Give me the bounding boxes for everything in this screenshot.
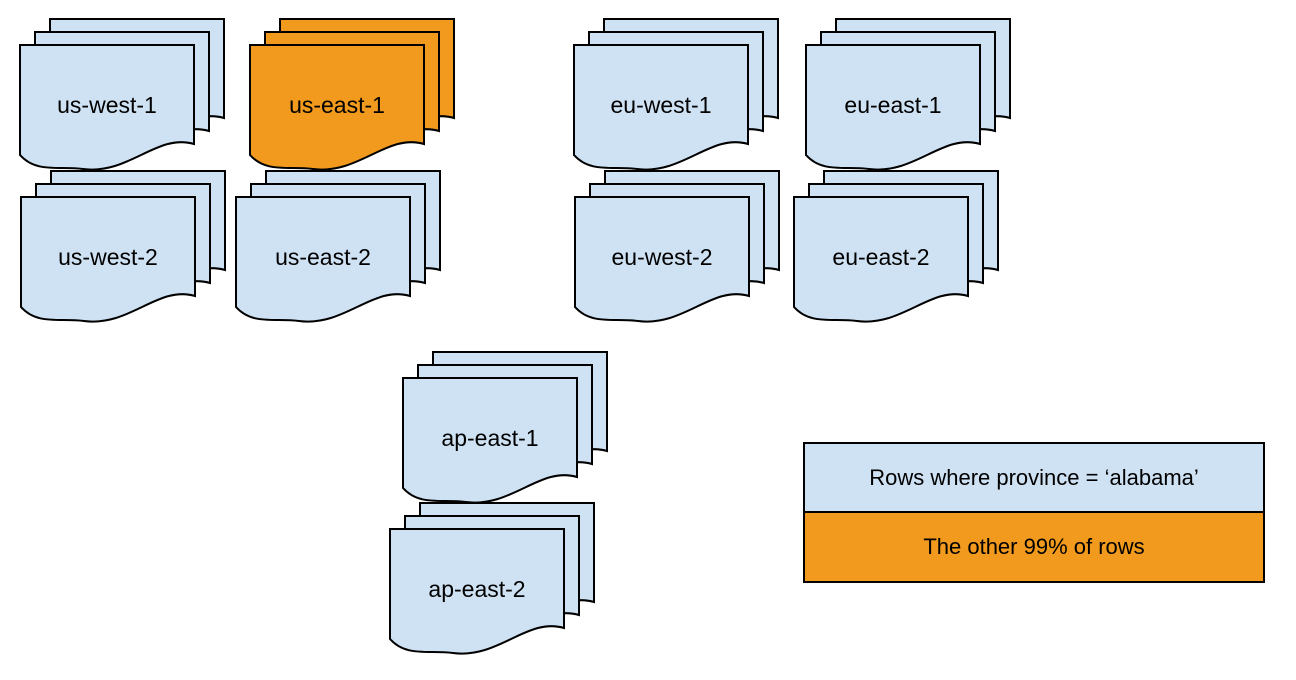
region-stack-eu-east-1: eu-east-1 — [805, 18, 1011, 173]
document-stack-icon — [793, 170, 999, 323]
region-stack-us-west-2: us-west-2 — [20, 170, 226, 325]
document-stack-icon — [249, 18, 455, 171]
legend-item-label: The other 99% of rows — [923, 534, 1145, 559]
sheet-front — [249, 44, 425, 171]
sheet-front — [793, 196, 969, 323]
document-stack-icon — [19, 18, 225, 171]
document-stack-icon — [389, 502, 595, 655]
document-stack-icon — [402, 351, 608, 504]
document-stack-icon — [20, 170, 226, 323]
sheet-front — [805, 44, 981, 171]
document-stack-icon — [574, 170, 780, 323]
sheet-front — [389, 528, 565, 655]
sheet-front — [20, 196, 196, 323]
legend: Rows where province = ‘alabama’ The othe… — [803, 442, 1265, 583]
region-stack-ap-east-2: ap-east-2 — [389, 502, 595, 657]
sheet-front — [19, 44, 195, 171]
region-stack-us-east-1: us-east-1 — [249, 18, 455, 173]
sheet-front — [574, 196, 750, 323]
sheet-front — [573, 44, 749, 171]
document-stack-icon — [573, 18, 779, 171]
region-stack-eu-west-1: eu-west-1 — [573, 18, 779, 173]
region-stack-eu-east-2: eu-east-2 — [793, 170, 999, 325]
sheet-front — [235, 196, 411, 323]
document-stack-icon — [805, 18, 1011, 171]
region-stack-us-east-2: us-east-2 — [235, 170, 441, 325]
legend-item-other-rows: The other 99% of rows — [805, 513, 1263, 581]
document-stack-icon — [235, 170, 441, 323]
sheet-front — [402, 377, 578, 504]
region-stack-eu-west-2: eu-west-2 — [574, 170, 780, 325]
region-stack-us-west-1: us-west-1 — [19, 18, 225, 173]
legend-item-label: Rows where province = ‘alabama’ — [869, 464, 1199, 490]
region-stack-ap-east-1: ap-east-1 — [402, 351, 608, 506]
legend-item-alabama-rows: Rows where province = ‘alabama’ — [805, 444, 1263, 513]
